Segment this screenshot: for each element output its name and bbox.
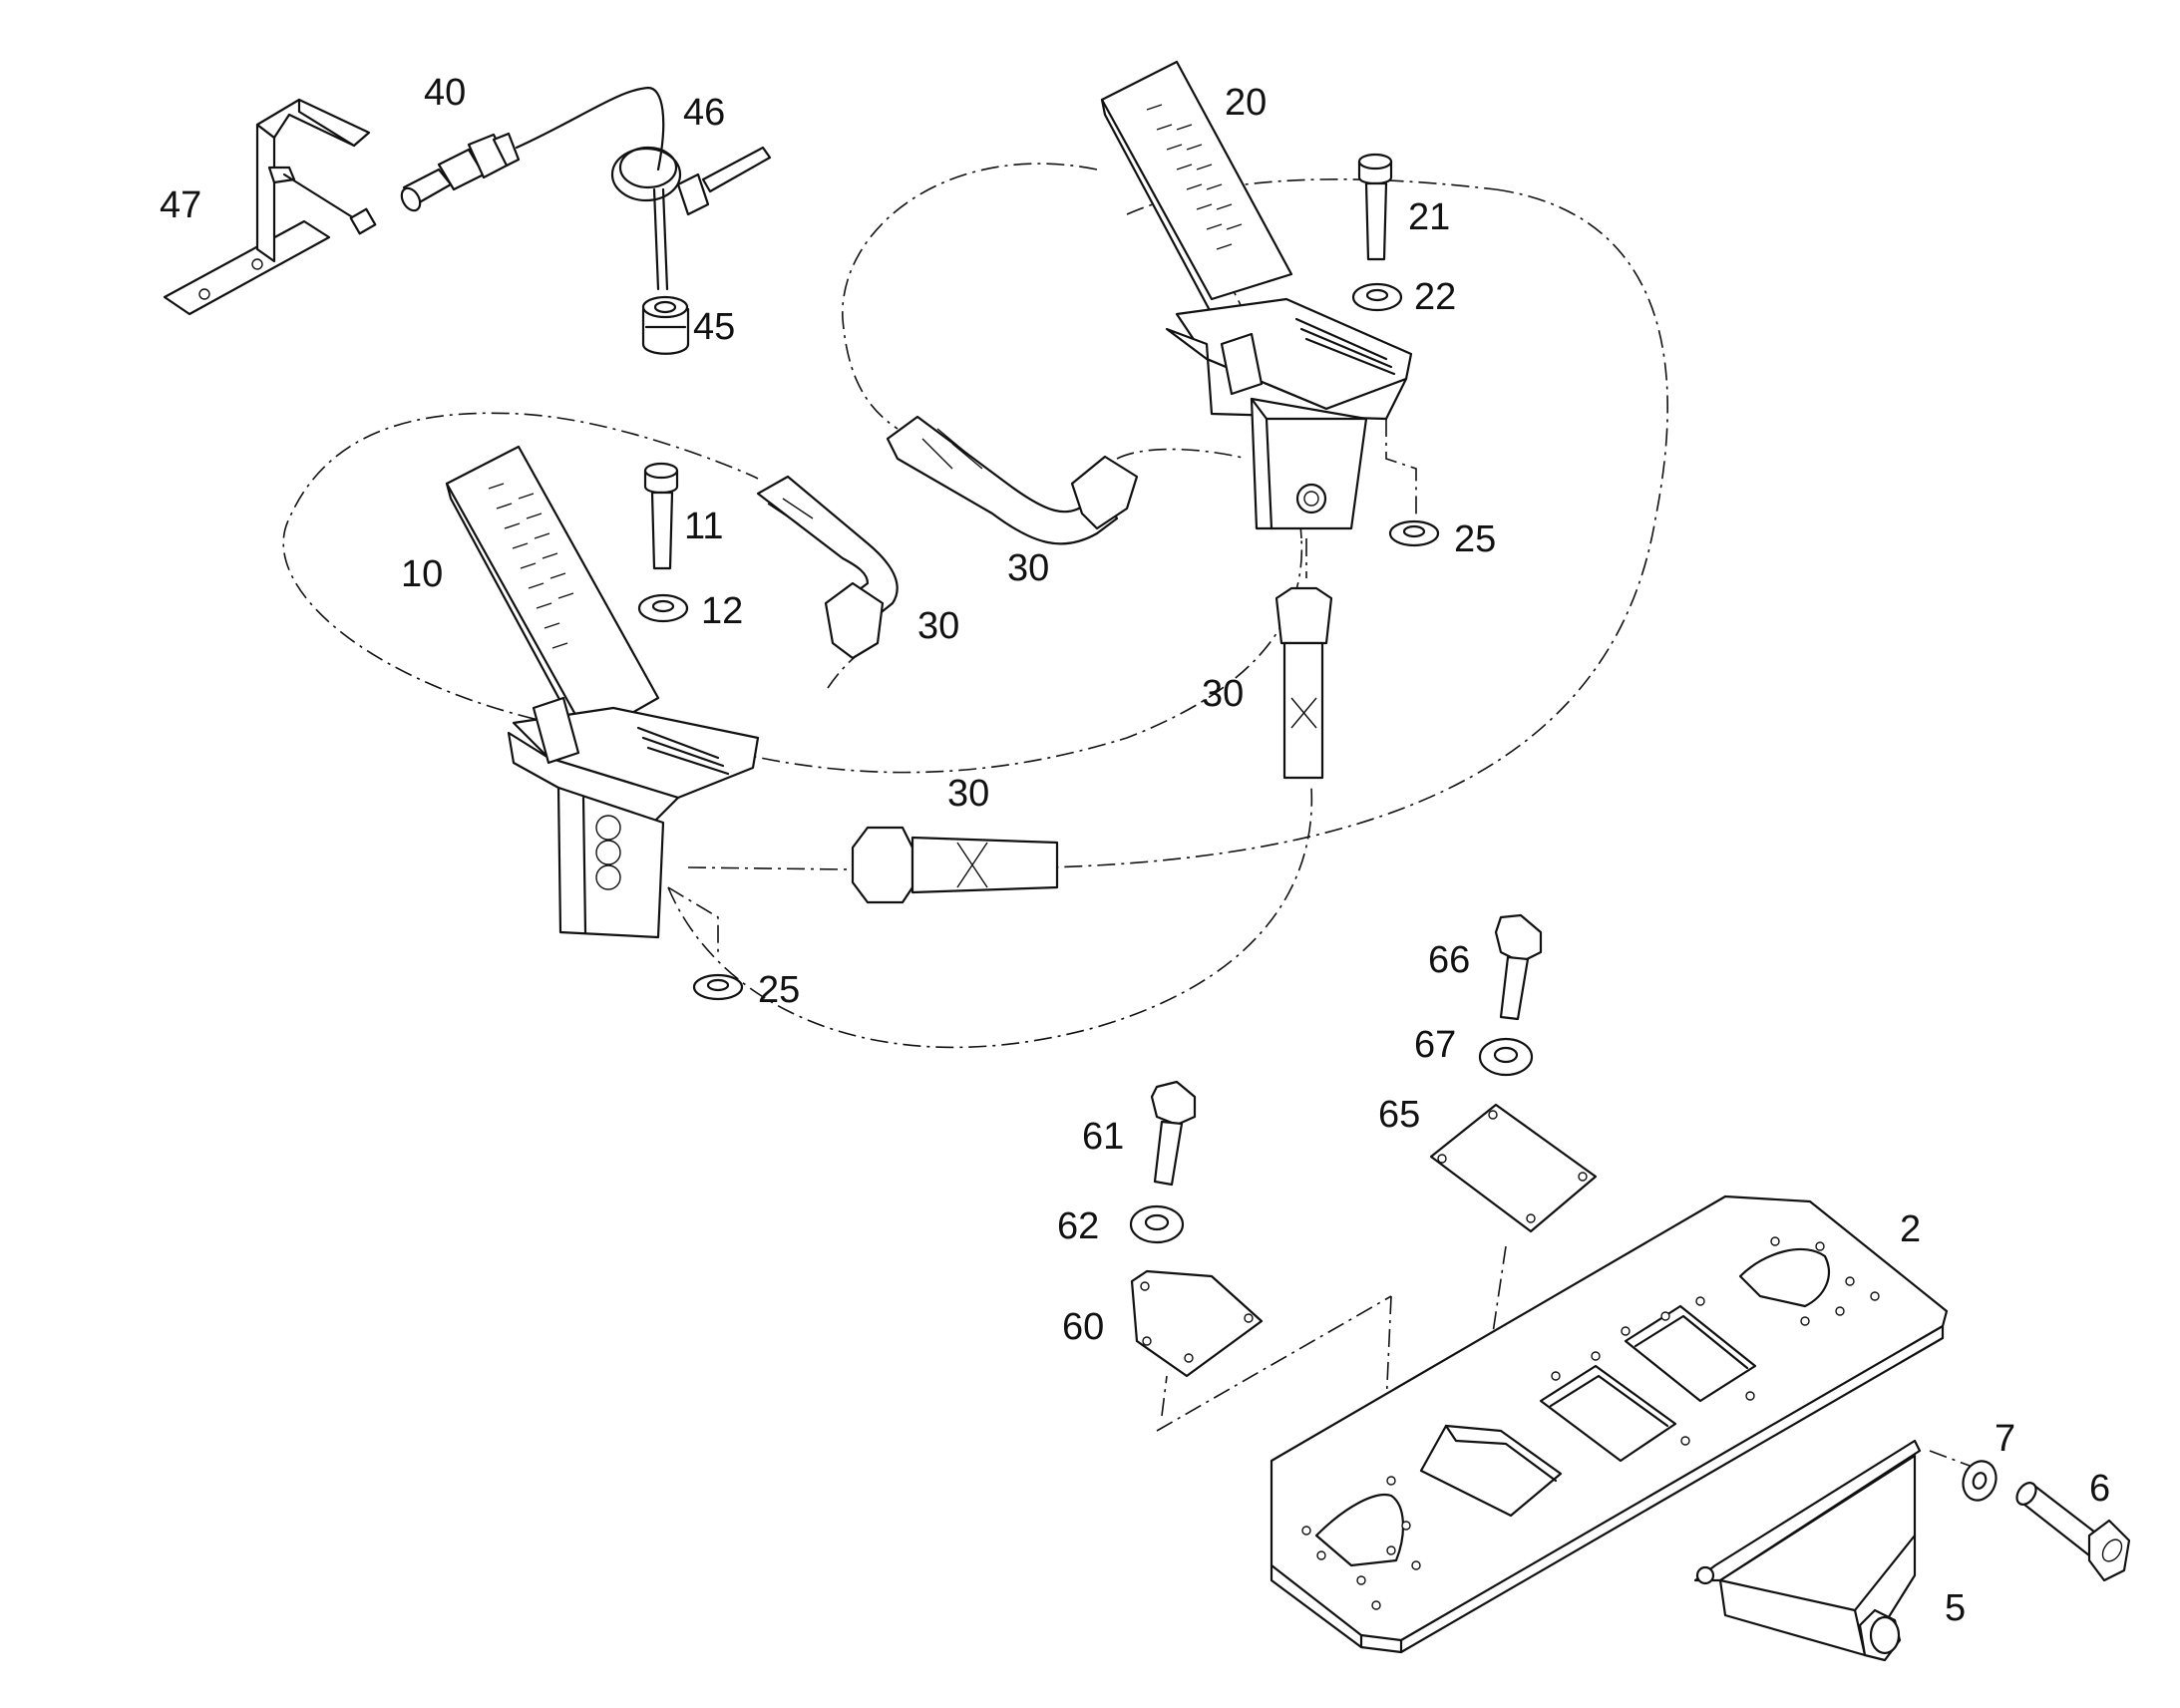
pedal-20-slots bbox=[1146, 104, 1243, 250]
callout-30-left: 30 bbox=[917, 605, 959, 647]
callout-66: 66 bbox=[1428, 939, 1470, 981]
washer-25-upper bbox=[1388, 519, 1440, 547]
plate-65 bbox=[1429, 1103, 1598, 1233]
pedal-10 bbox=[445, 445, 760, 939]
callout-60: 60 bbox=[1062, 1306, 1104, 1348]
hose-30-middle bbox=[851, 826, 1059, 904]
callout-20: 20 bbox=[1225, 82, 1267, 124]
callout-62: 62 bbox=[1057, 1205, 1099, 1247]
callout-47: 47 bbox=[160, 184, 201, 226]
bolt-66 bbox=[1494, 913, 1543, 1021]
washer-25-lower bbox=[692, 973, 744, 1001]
callout-30-middle: 30 bbox=[947, 773, 989, 815]
washer-22 bbox=[1351, 282, 1403, 312]
base-plate-holes bbox=[1301, 1236, 1880, 1610]
callout-21: 21 bbox=[1408, 196, 1450, 238]
screw-11 bbox=[643, 462, 679, 570]
callout-10: 10 bbox=[401, 553, 443, 595]
callout-40: 40 bbox=[424, 72, 466, 114]
callout-67: 67 bbox=[1414, 1024, 1456, 1066]
callout-61: 61 bbox=[1082, 1116, 1124, 1158]
callout-12: 12 bbox=[701, 590, 743, 632]
hose-30-right bbox=[1274, 586, 1333, 780]
callout-5: 5 bbox=[1945, 1587, 1966, 1629]
callout-46: 46 bbox=[683, 92, 725, 134]
callout-25-lower: 25 bbox=[758, 969, 800, 1011]
bracket-47 bbox=[163, 98, 377, 316]
hose-30-upper bbox=[886, 415, 1139, 545]
callout-65: 65 bbox=[1378, 1094, 1420, 1136]
box-5 bbox=[1693, 1439, 1922, 1662]
callout-11: 11 bbox=[684, 506, 723, 547]
bolt-6 bbox=[2015, 1482, 2131, 1582]
callout-30-right: 30 bbox=[1202, 673, 1244, 715]
washer-12 bbox=[637, 593, 689, 623]
plate-60 bbox=[1130, 1269, 1264, 1378]
base-plate-2 bbox=[1270, 1195, 1949, 1654]
cable-tie-46 bbox=[610, 146, 772, 216]
callout-30-upper: 30 bbox=[1007, 547, 1049, 589]
callout-2: 2 bbox=[1900, 1208, 1921, 1250]
pedal-10-slots bbox=[488, 483, 574, 649]
washer-7 bbox=[1962, 1460, 1998, 1502]
grommet-45 bbox=[641, 295, 690, 355]
callouts: 47 40 46 45 20 21 22 25 30 30 11 10 12 3… bbox=[160, 72, 2110, 1629]
pedal-20 bbox=[1100, 60, 1413, 530]
washer-62 bbox=[1129, 1204, 1185, 1244]
screw-21 bbox=[1357, 153, 1393, 261]
hose-30-left-upper bbox=[756, 475, 899, 660]
sensor-40 bbox=[400, 86, 669, 291]
callout-45: 45 bbox=[693, 306, 735, 348]
callout-25-upper: 25 bbox=[1454, 518, 1496, 560]
bolt-61 bbox=[1150, 1080, 1197, 1187]
callout-7: 7 bbox=[1995, 1418, 2015, 1460]
washer-67 bbox=[1478, 1037, 1534, 1077]
callout-6: 6 bbox=[2089, 1468, 2110, 1510]
callout-22: 22 bbox=[1414, 276, 1456, 318]
